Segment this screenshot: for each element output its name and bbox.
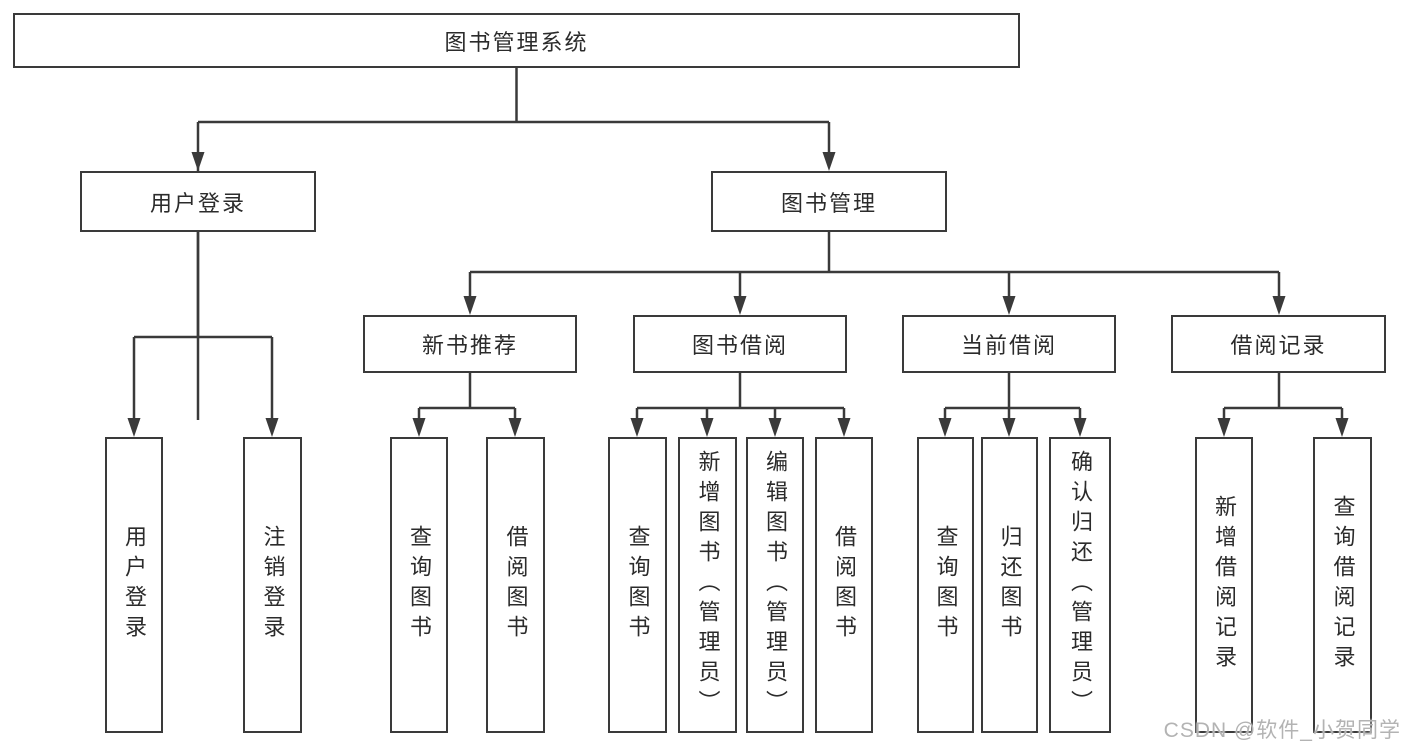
leaf-label: 借阅图书	[832, 525, 857, 645]
node-new-book-recommend: 新书推荐	[363, 315, 577, 373]
node-book-borrow: 图书借阅	[633, 315, 847, 373]
leaf-label: 新增借阅记录	[1212, 495, 1237, 675]
leaf-query-borrow-record: 查询借阅记录	[1313, 437, 1372, 733]
node-borrow-records: 借阅记录	[1171, 315, 1386, 373]
leaf-borrow-books: 借阅图书	[815, 437, 873, 733]
leaf-label: 确认归还（管理员）	[1068, 450, 1093, 720]
leaf-user-login: 用户登录	[105, 437, 163, 733]
leaf-logout: 注销登录	[243, 437, 302, 733]
leaf-confirm-return-admin: 确认归还（管理员）	[1049, 437, 1111, 733]
leaf-label: 借阅图书	[503, 525, 529, 645]
leaf-query-books-borrow: 查询图书	[608, 437, 667, 733]
leaf-label: 查询图书	[933, 525, 959, 645]
node-root-system: 图书管理系统	[13, 13, 1020, 68]
leaf-label: 编辑图书（管理员）	[763, 450, 788, 720]
leaf-add-books-admin: 新增图书（管理员）	[678, 437, 737, 733]
leaf-label: 查询图书	[625, 525, 651, 645]
node-current-borrow: 当前借阅	[902, 315, 1116, 373]
leaf-label: 注销登录	[260, 525, 286, 645]
leaf-borrow-books-recommend: 借阅图书	[486, 437, 545, 733]
leaf-query-books-current: 查询图书	[917, 437, 974, 733]
leaf-add-borrow-record: 新增借阅记录	[1195, 437, 1253, 733]
leaf-label: 查询借阅记录	[1330, 495, 1356, 675]
leaf-query-books-recommend: 查询图书	[390, 437, 448, 733]
leaf-label: 新增图书（管理员）	[695, 450, 721, 720]
leaf-edit-books-admin: 编辑图书（管理员）	[746, 437, 804, 733]
leaf-label: 归还图书	[997, 525, 1023, 645]
node-book-management: 图书管理	[711, 171, 947, 232]
csdn-watermark: CSDN @软件_小贺同学	[1163, 719, 1401, 742]
leaf-label: 用户登录	[122, 525, 147, 645]
leaf-return-books: 归还图书	[981, 437, 1038, 733]
node-user-login: 用户登录	[80, 171, 316, 232]
leaf-label: 查询图书	[407, 525, 432, 645]
